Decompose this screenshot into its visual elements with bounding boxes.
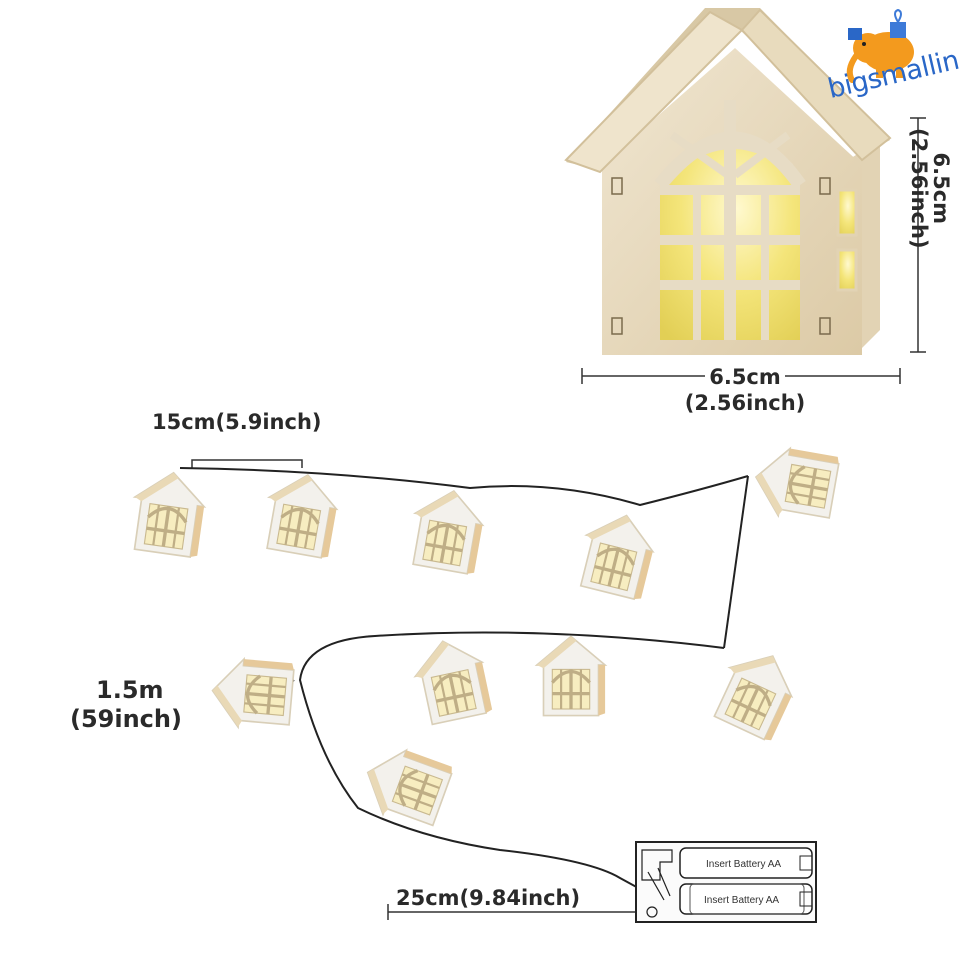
lead-dimension-line [387,904,640,920]
wooden-house-icon [564,8,892,355]
width-label-line-2: (2.56inch) [684,391,806,416]
spacing-label: 15cm(5.9inch) [152,410,322,434]
string-light-house [748,441,842,527]
spacing-bracket [191,459,303,468]
length-label-line-1: 1.5m [96,676,164,704]
height-label-line-1: 6.5cm [929,152,953,225]
elephant-logo-icon [846,8,914,83]
length-label: 1.5m (59inch) [70,676,182,734]
string-light-house [258,467,344,561]
height-label-line-2: (2.56inch) [906,128,931,249]
lead-label: 25cm(9.84inch) [396,886,581,910]
string-light-house [407,632,495,728]
width-label-line-1: 6.5cm [705,364,785,391]
string-light-house [126,466,210,560]
length-label-line-2: (59inch) [70,704,182,733]
string-light-house [404,483,490,577]
battery-slot-label-1: Insert Battery AA [706,859,781,870]
battery-slot-label-2: Insert Battery AA [704,895,779,906]
light-string-wire [179,467,749,891]
string-light-house [572,505,662,603]
string-light-house [207,654,297,734]
string-light-house [706,639,806,745]
string-light-house [354,738,456,834]
battery-box-icon: Insert Battery AA Insert Battery AA [635,841,817,923]
height-label: 6.5cm (2.56inch) [896,128,953,249]
height-dimension-line [910,117,926,353]
string-light-house [535,634,607,718]
width-label: 6.5cm (2.56inch) [660,364,830,417]
